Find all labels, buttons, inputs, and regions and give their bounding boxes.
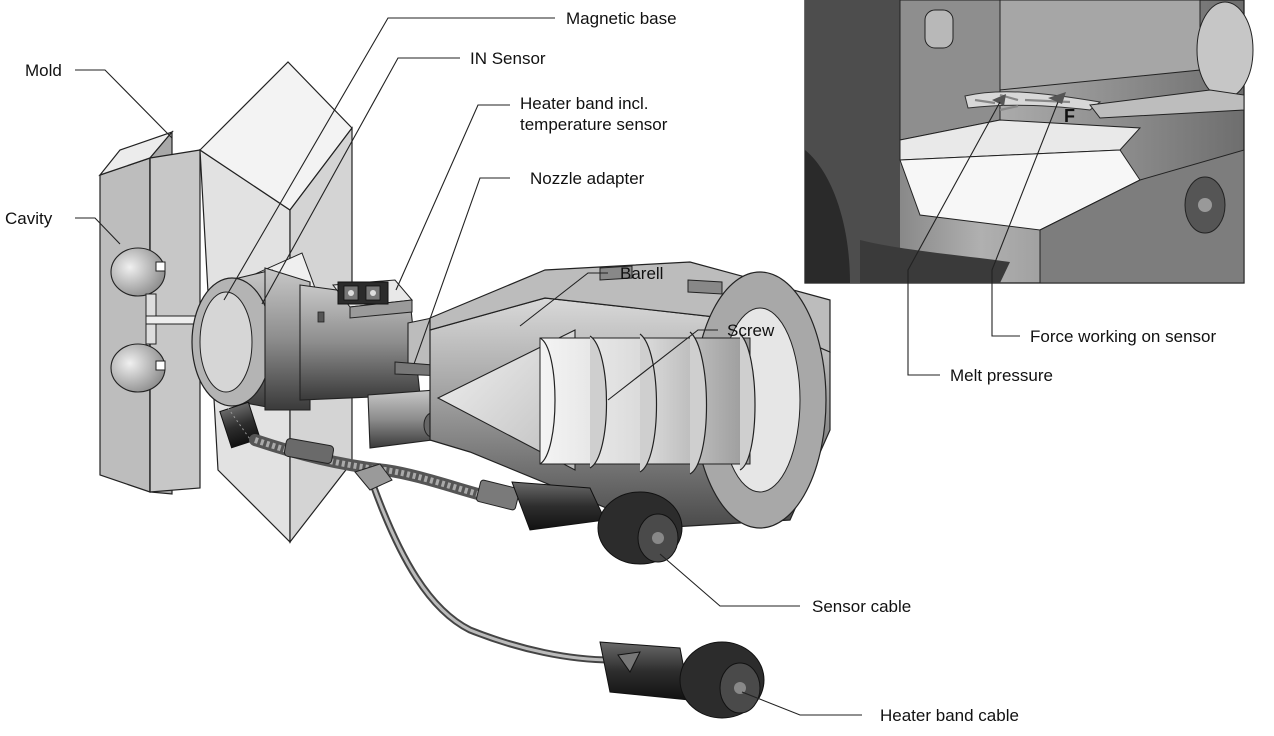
label-barell: Barell xyxy=(620,264,663,283)
label-heater-band-cable: Heater band cable xyxy=(880,706,1019,725)
label-magnetic-base: Magnetic base xyxy=(566,9,677,28)
label-force-symbol: F xyxy=(1064,106,1075,126)
label-heater-band-line2: temperature sensor xyxy=(520,115,668,134)
cavity xyxy=(110,247,203,393)
leader-lines xyxy=(75,17,1059,716)
label-sensor-cable: Sensor cable xyxy=(812,597,911,616)
heater-band-cable xyxy=(354,463,765,719)
sensor-detail-inset xyxy=(804,0,1254,284)
label-mold: Mold xyxy=(25,61,62,80)
label-screw: Screw xyxy=(727,321,775,340)
label-force-working-on-sensor: Force working on sensor xyxy=(1030,327,1216,346)
label-melt-pressure: Melt pressure xyxy=(950,366,1053,385)
label-nozzle-adapter: Nozzle adapter xyxy=(530,169,645,188)
force-arrow-head xyxy=(1048,92,1066,104)
label-heater-band-line1: Heater band incl. xyxy=(520,94,649,113)
screw xyxy=(539,331,756,475)
label-in-sensor: IN Sensor xyxy=(470,49,546,68)
magnetic-base xyxy=(191,252,319,411)
labels: Mold Cavity Magnetic base IN Sensor Heat… xyxy=(5,9,1216,725)
label-cavity: Cavity xyxy=(5,209,53,228)
